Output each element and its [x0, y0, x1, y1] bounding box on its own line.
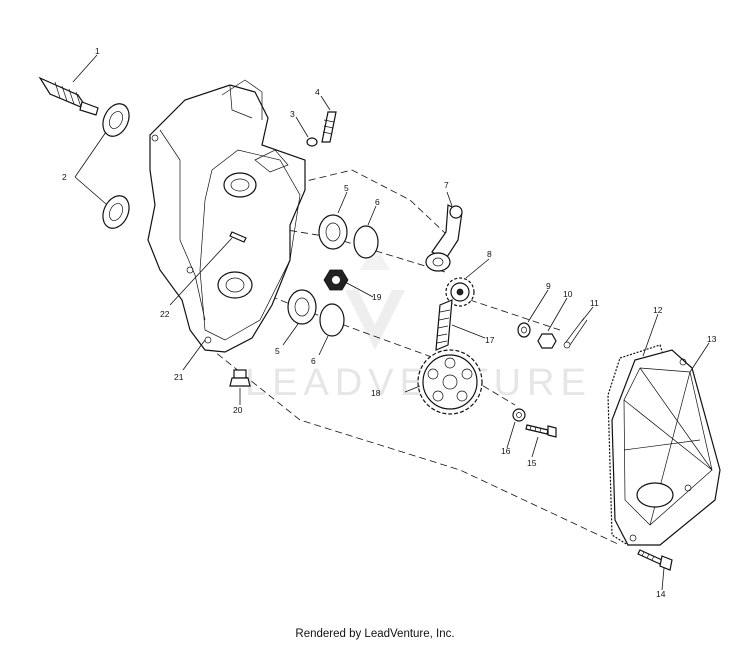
part-chain — [435, 299, 453, 351]
callout-11: 11 — [590, 298, 599, 308]
callout-13: 13 — [707, 334, 717, 344]
part-cover-bolt — [637, 549, 673, 571]
callout-17: 17 — [485, 335, 495, 345]
callout-9: 9 — [546, 281, 551, 291]
callout-12: 12 — [653, 305, 663, 315]
callout-6-upper: 6 — [375, 197, 380, 207]
callout-22: 22 — [160, 309, 170, 319]
callout-19: 19 — [372, 292, 382, 302]
part-large-sprocket — [417, 349, 483, 415]
dash-line-cover-bolt — [199, 339, 621, 546]
part-tensioner-bolt — [306, 111, 337, 147]
dash-line-arm — [297, 169, 446, 234]
part-washer-9 — [517, 322, 531, 338]
leadventure-logo-mark — [345, 245, 405, 350]
callout-4: 4 — [315, 87, 320, 97]
callout-10: 10 — [563, 289, 573, 299]
callout-18: 18 — [371, 388, 381, 398]
part-stud — [229, 231, 247, 243]
part-chaincase-housing — [147, 79, 306, 353]
part-bolt-15 — [525, 424, 557, 438]
part-tensioner-arm — [425, 204, 463, 272]
part-input-shaft — [38, 76, 99, 116]
callout-8: 8 — [487, 249, 492, 259]
footer-credit: Rendered by LeadVenture, Inc. — [295, 628, 455, 640]
part-chaincase-cover — [611, 349, 721, 546]
part-oil-seals — [102, 103, 130, 229]
leader-lines — [72, 54, 710, 591]
part-nut-10 — [537, 333, 557, 349]
part-hex-nut — [323, 269, 349, 291]
part-cotter-pin — [563, 317, 588, 349]
callout-5-upper: 5 — [344, 183, 349, 193]
callout-5-lower: 5 — [275, 346, 280, 356]
part-lower-bearing — [287, 289, 345, 337]
callout-6-lower: 6 — [311, 356, 316, 366]
callout-16: 16 — [501, 446, 511, 456]
callout-21: 21 — [174, 372, 184, 382]
callouts: 1 2 3 4 5 6 7 8 9 10 11 12 13 14 15 16 1… — [62, 46, 717, 599]
callout-20: 20 — [233, 405, 243, 415]
part-washer-16 — [512, 408, 526, 422]
callout-14: 14 — [656, 589, 666, 599]
dash-line-pin — [469, 299, 561, 331]
watermark: LEADVENTURE — [245, 245, 592, 404]
callout-7: 7 — [444, 180, 449, 190]
callout-2: 2 — [62, 172, 67, 182]
part-drain-plug — [229, 369, 251, 387]
watermark-text: LEADVENTURE — [245, 362, 592, 404]
callout-3: 3 — [290, 109, 295, 119]
part-top-sprocket — [445, 277, 475, 307]
callout-15: 15 — [527, 458, 537, 468]
part-upper-bearing — [318, 214, 379, 259]
callout-1: 1 — [95, 46, 100, 56]
